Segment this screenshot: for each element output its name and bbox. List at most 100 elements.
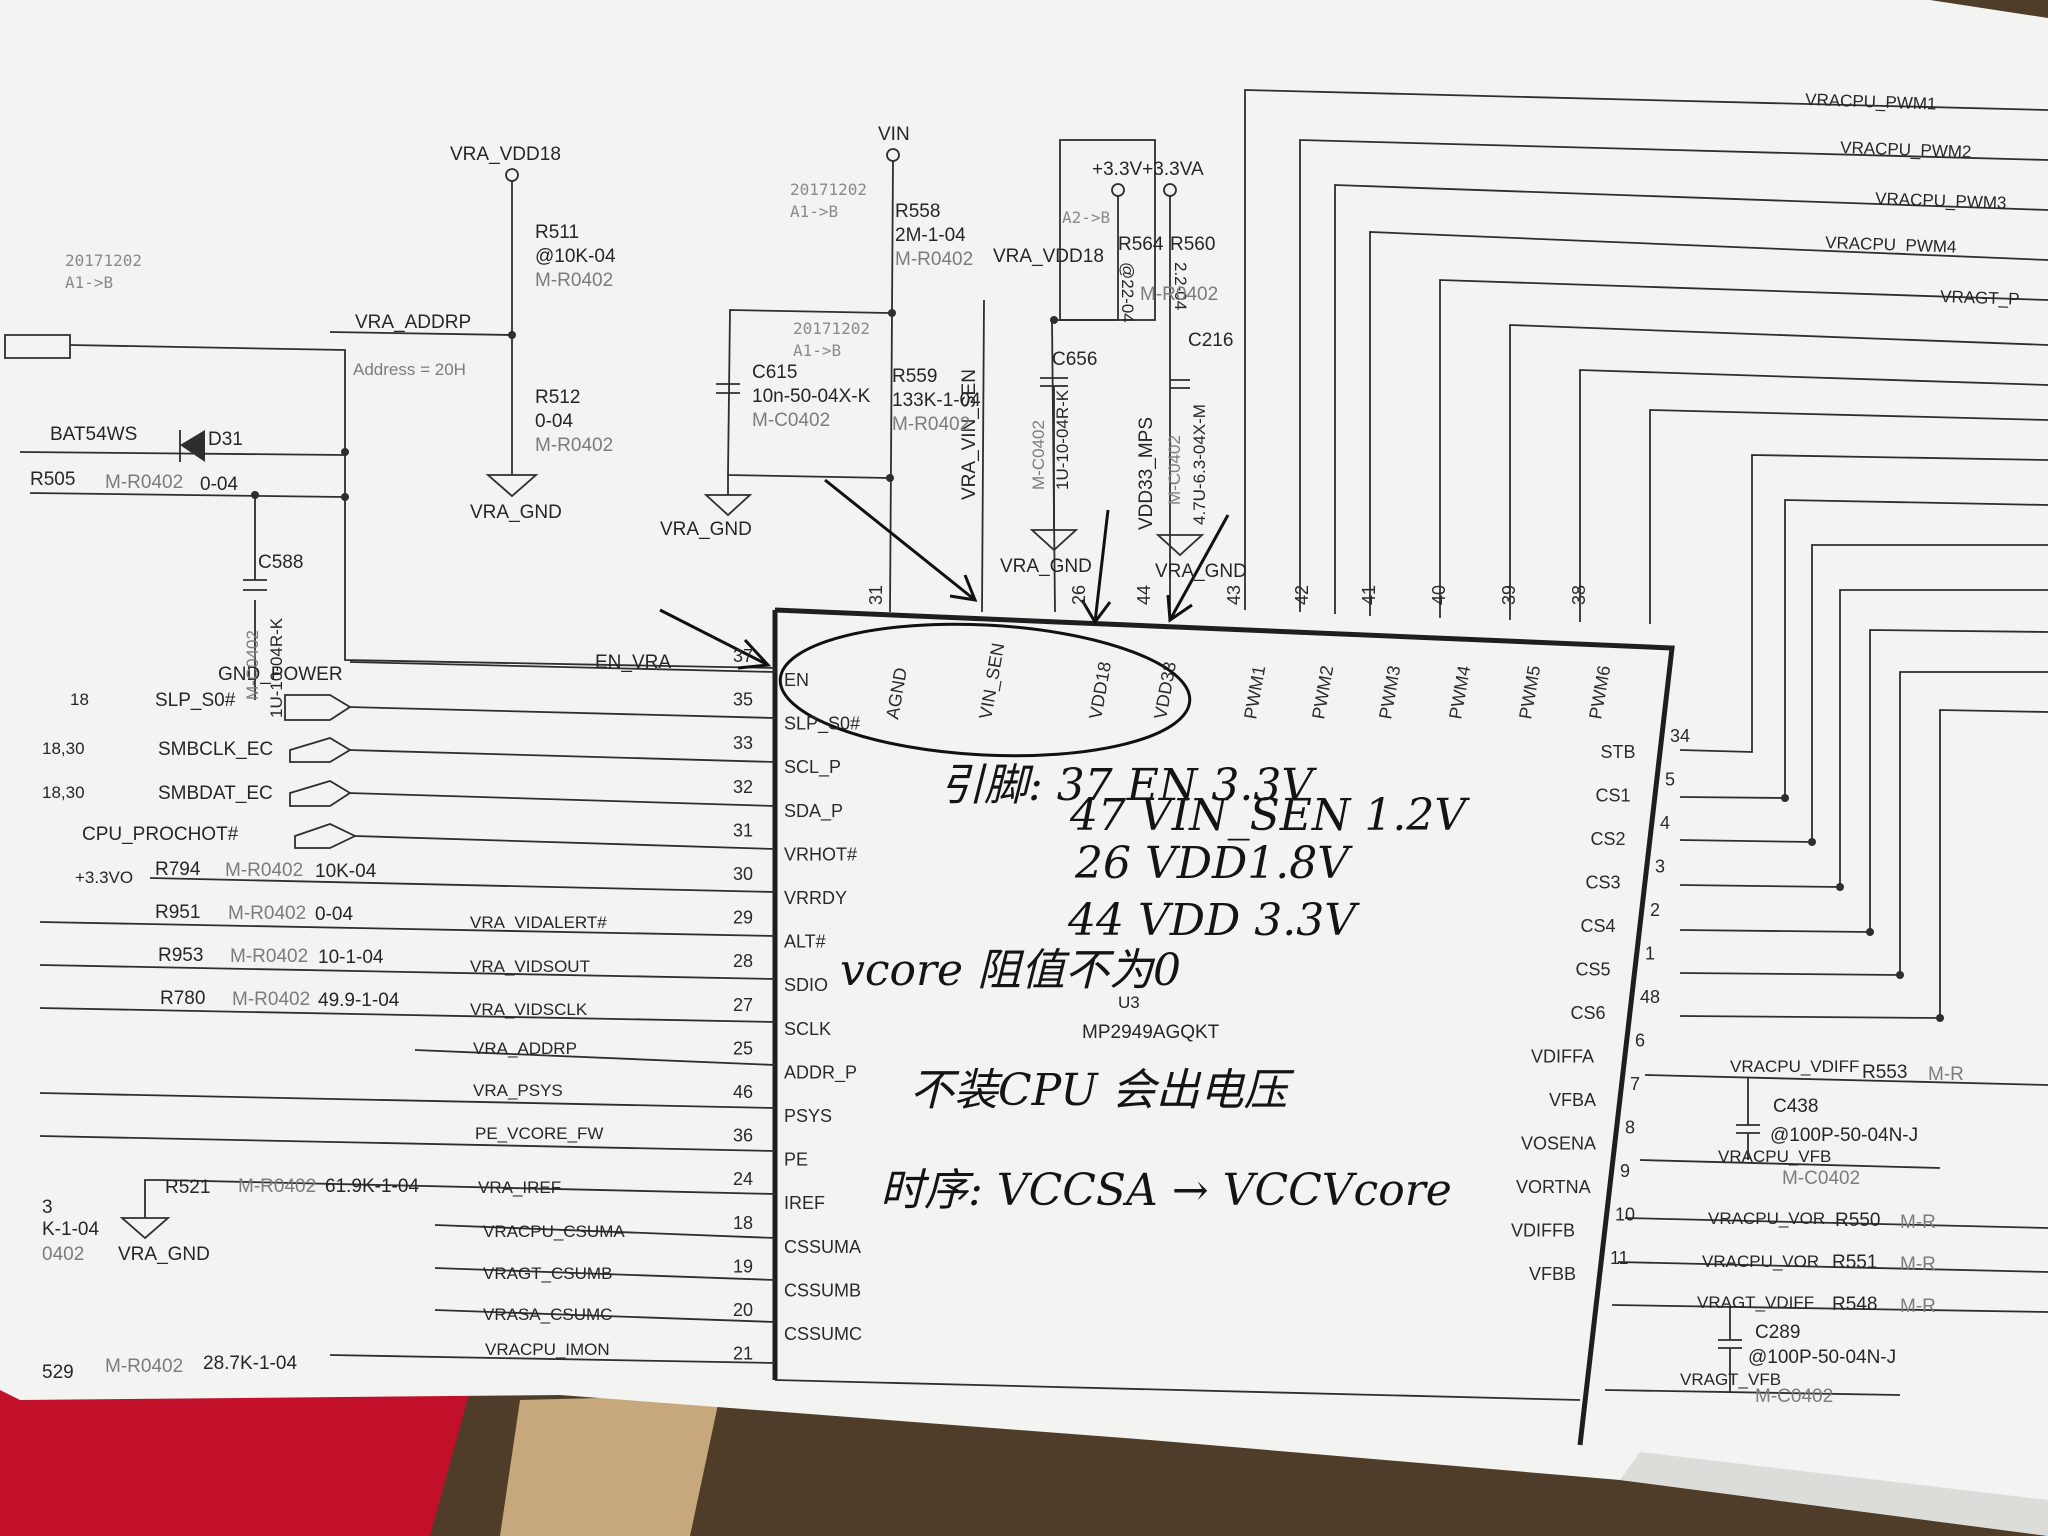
note-pin-vinsen: 47 VIN_SEN 1.2V [1069,790,1470,841]
net-smbdat: SMBDAT_EC [158,783,273,804]
left-pin-name-2: SCL_P [784,757,841,778]
right-pin-num-10: 9 [1620,1161,1630,1181]
net-pwm4: VRACPU_PWM4 [1825,233,1957,257]
r564-ref: R564 [1118,234,1164,255]
frag-3: 3 [42,1197,53,1218]
net-vdd33mps: VDD33_MPS [1136,417,1157,530]
top-pin-num-8: 39 [1499,585,1519,605]
r559-ref: R559 [892,366,937,387]
net-vidsout: VRA_VIDSOUT [470,957,590,976]
note-pin-vdd33: 44 VDD 3.3V [1067,895,1360,946]
stamp-4-rev: A2->B [1062,208,1110,227]
top-net-lines [329,139,1205,613]
left-pin-num-6: 29 [733,908,753,928]
left-pin-name-13: CSSUMA [784,1237,861,1257]
left-pin-num-2: 33 [733,733,753,753]
net-vfb: VRACPU_VFB [1718,1147,1831,1166]
r511-ref: R511 [535,222,579,243]
right-pin-name-5: CS5 [1576,960,1611,980]
net-pe: PE_VCORE_FW [475,1124,603,1143]
right-pin-num-12: 11 [1610,1248,1629,1268]
left-pin-name-8: SCLK [784,1019,831,1039]
net-vdd18: VRA_VDD18 [450,144,561,165]
left-pin-num-14: 19 [733,1256,753,1276]
net-3v3: +3.3V+3.3VA [1092,159,1204,180]
left-pin-num-10: 46 [733,1082,753,1102]
r559-pkg: M-R0402 [892,414,970,435]
net-vdd18-b: VRA_VDD18 [993,246,1104,267]
top-pin-num-2: 26 [1069,585,1089,605]
left-num-1830b: 18,30 [42,783,85,802]
c438-pkg: M-C0402 [1782,1168,1860,1189]
right-pin-num-7: 6 [1635,1031,1645,1051]
net-csumb: VRAGT_CSUMB [483,1264,612,1283]
r521-pkg: M-R0402 [238,1176,316,1197]
c216-pkg: M-C0402 [1165,435,1184,505]
r551-ref: R551 [1832,1252,1877,1273]
net-addrp: VRA_ADDRP [355,312,471,333]
left-pin-num-5: 30 [733,864,753,884]
c615-val: 10n-50-04X-K [752,386,871,407]
note-pin-vdd18: 26 VDD1.8V [1074,838,1353,889]
stamp-2-date: 20171202 [790,180,867,199]
r553-pkg: M-R [1928,1064,1964,1085]
gnd-5: VRA_GND [118,1244,210,1265]
left-num-1830a: 18,30 [42,739,85,758]
right-pin-name-11: VDIFFB [1511,1221,1575,1241]
r548-ref: R548 [1832,1294,1877,1315]
left-num-18: 18 [70,690,89,709]
top-pin-num-0: 31 [866,585,886,605]
tape-scrap [500,1395,720,1536]
r511-val: @10K-04 [535,246,616,267]
r512-val: 0-04 [535,411,573,432]
right-pin-name-0: STB [1601,742,1636,762]
left-pin-num-15: 20 [733,1300,753,1320]
left-pin-name-14: CSSUMB [784,1280,861,1300]
net-iref: VRA_IREF [478,1178,561,1197]
r794-val: 10K-04 [315,861,377,882]
frag-0402: 0402 [42,1244,84,1265]
right-pin-num-2: 4 [1660,813,1670,833]
hand-markup [659,478,1230,758]
stamp-1-date: 20171202 [65,251,142,270]
c588-ref: C588 [258,552,303,573]
left-pin-name-3: SDA_P [784,801,843,822]
stamp-1-rev: A1->B [65,273,113,292]
left-pin-num-11: 36 [733,1126,753,1146]
left-net-lines [4,334,776,1364]
net-vidsclk: VRA_VIDSCLK [470,1000,588,1019]
note-sequence: 时序: VCCSA → VCCVcore [880,1165,1452,1216]
r551-pkg: M-R [1900,1254,1936,1275]
right-pin-num-0: 34 [1670,726,1690,746]
left-pin-name-7: SDIO [784,975,828,995]
c289-val: @100P-50-04N-J [1748,1347,1896,1368]
labels: VRA_VDD18 VIN +3.3V+3.3VA VRA_ADDRP Addr… [30,90,2020,1407]
left-pin-name-11: PE [784,1150,808,1170]
c656-ref: C656 [1052,349,1097,370]
net-smbclk: SMBCLK_EC [158,739,273,760]
net-vin: VIN [878,124,910,145]
r512-pkg: M-R0402 [535,435,613,456]
right-pin-name-6: CS6 [1571,1003,1606,1023]
r553-ref: R553 [1862,1062,1907,1083]
left-pin-name-10: PSYS [784,1106,832,1126]
r559-val: 133K-1-04 [892,390,981,411]
net-pwm3: VRACPU_PWM3 [1875,189,2007,213]
net-3v3o: +3.3VO [75,868,133,887]
gnd-1: VRA_GND [470,502,562,523]
r780-ref: R780 [160,988,205,1009]
right-pin-name-3: CS3 [1586,873,1621,893]
top-pin-num-6: 41 [1359,585,1379,605]
c588-val: 1U-10-04R-K [267,617,286,718]
top-pin-num-9: 38 [1569,585,1589,605]
left-pin-num-3: 32 [733,777,753,797]
net-gnd-power: GND_POWER [218,664,343,685]
right-pin-num-4: 2 [1650,900,1660,920]
stamp-3-rev: A1->B [793,341,841,360]
note-pin-en: 引脚: 37 EN 3.3V [940,760,1317,811]
r558-val: 2M-1-04 [895,225,966,246]
r558-ref: R558 [895,201,940,222]
address-note: Address = 20H [353,360,466,379]
c438-val: @100P-50-04N-J [1770,1125,1918,1146]
